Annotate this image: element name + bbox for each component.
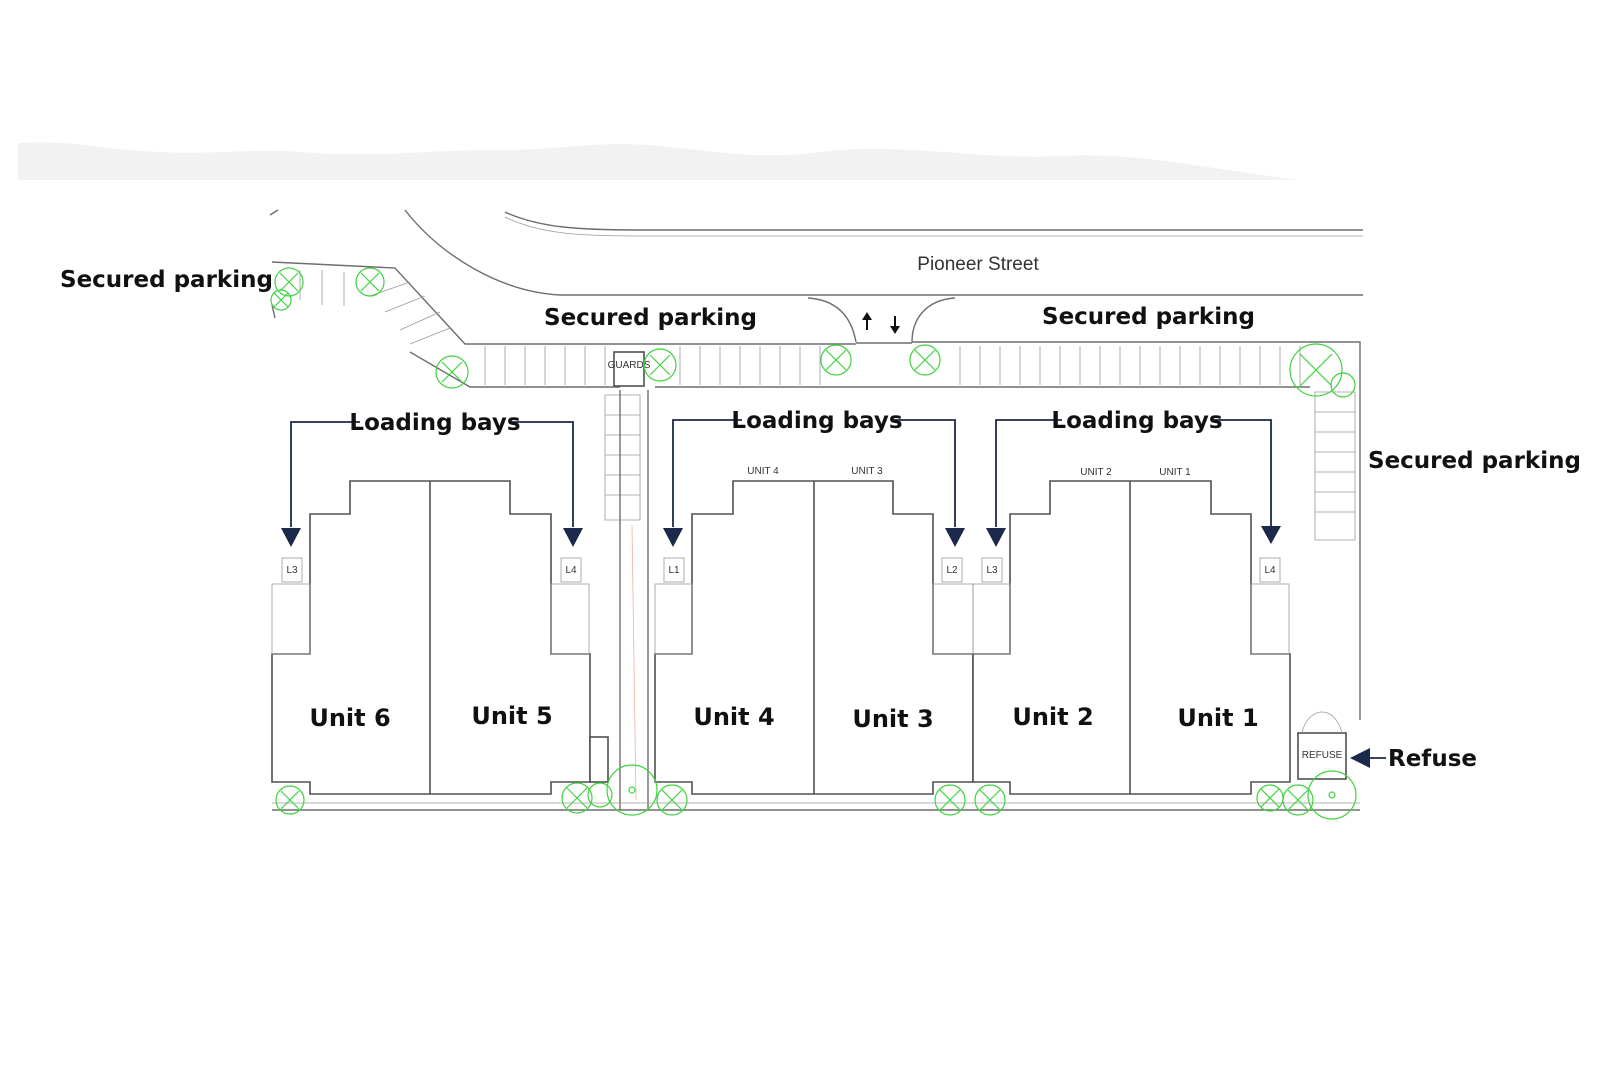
unit-3-label: Unit 3 — [852, 705, 933, 733]
tree-icon — [1289, 343, 1343, 397]
unit-2-label: Unit 2 — [1012, 703, 1093, 731]
tree-icon — [1282, 784, 1314, 816]
tree-icon — [275, 785, 305, 815]
building-west: L3 L4 — [271, 480, 609, 795]
loading-bays-label: Loading bays — [1051, 408, 1222, 434]
loading-bays-callout-3: Loading bays — [986, 408, 1281, 547]
unit-5-label: Unit 5 — [471, 702, 552, 730]
callout-parking-left: Secured parking — [60, 267, 273, 293]
refuse-enclosure: REFUSE — [1297, 711, 1347, 780]
tree-icon — [561, 782, 593, 814]
top-banner — [18, 142, 1300, 180]
unit-small-label: UNIT 1 — [1159, 467, 1191, 478]
tree-icon — [355, 267, 385, 297]
central-driveway — [619, 390, 649, 810]
street-outline — [269, 209, 1363, 296]
loading-bays-label: Loading bays — [731, 408, 902, 434]
building-east: L3 L4 UNIT 2 UNIT 1 — [972, 467, 1291, 795]
entrance-curves — [807, 297, 956, 344]
unit-small-label: UNIT 2 — [1080, 467, 1112, 478]
callout-parking-far-right: Secured parking — [1368, 448, 1581, 474]
street-name: Pioneer Street — [917, 254, 1039, 275]
tree-icon — [1256, 784, 1284, 812]
bay-label: L2 — [946, 565, 958, 576]
guards-booth: GUARDS — [608, 351, 651, 387]
tree-icon — [1330, 372, 1356, 398]
tree-icon — [934, 784, 966, 816]
trees — [270, 267, 1357, 820]
unit-6-label: Unit 6 — [309, 704, 390, 732]
tree-icon — [606, 764, 658, 816]
tree-icon — [974, 784, 1006, 816]
tree-icon — [1307, 770, 1357, 820]
bay-label: L3 — [286, 565, 298, 576]
tree-icon — [656, 784, 688, 816]
callout-parking-center: Secured parking — [544, 305, 757, 331]
tree-icon — [435, 355, 469, 389]
unit-1-label: Unit 1 — [1177, 704, 1258, 732]
bay-label: L4 — [565, 565, 577, 576]
tree-icon — [909, 344, 941, 376]
refuse-label: Refuse — [1388, 746, 1477, 772]
building-middle: L1 L2 UNIT 4 UNIT 3 — [654, 466, 974, 795]
bay-label: L1 — [668, 565, 680, 576]
tree-icon — [587, 782, 613, 808]
bay-label: L3 — [986, 565, 998, 576]
tree-icon — [274, 267, 304, 297]
guards-label: GUARDS — [608, 360, 651, 371]
bay-label: L4 — [1264, 565, 1276, 576]
refuse-box-label: REFUSE — [1302, 750, 1343, 761]
loading-bays-label: Loading bays — [349, 410, 520, 436]
loading-bays-callout-1: Loading bays — [281, 410, 583, 547]
parking-strip — [271, 261, 1361, 720]
loading-bays-callout-2: Loading bays — [663, 408, 965, 547]
unit-small-label: UNIT 4 — [747, 466, 779, 477]
tree-icon — [270, 289, 292, 311]
unit-4-label: Unit 4 — [693, 703, 774, 731]
tree-icon — [643, 348, 677, 382]
callout-parking-right: Secured parking — [1042, 304, 1255, 330]
refuse-callout: Refuse — [1350, 746, 1477, 772]
unit-small-label: UNIT 3 — [851, 466, 883, 477]
traffic-arrows — [862, 312, 900, 334]
tree-icon — [820, 344, 852, 376]
